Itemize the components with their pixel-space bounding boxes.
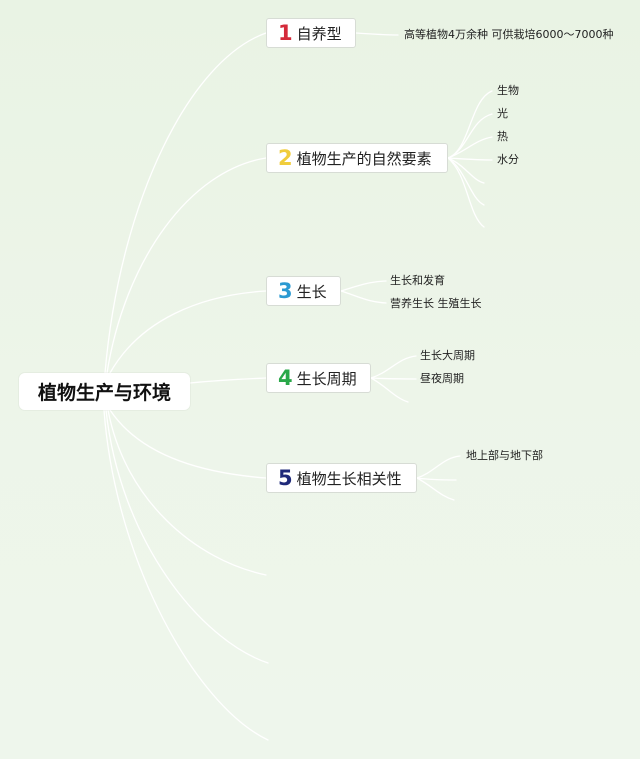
- connector-b1-leaf-1: [355, 32, 399, 36]
- branch-2-leaf-1[interactable]: 生物: [497, 84, 519, 97]
- branch-1-leaf-1[interactable]: 高等植物4万余种 可供栽培6000～7000种: [404, 28, 614, 41]
- connector-root-branch-3: [109, 290, 267, 374]
- connector-b5-leaf-2: [416, 477, 457, 481]
- branch-4-label: 生长周期: [296, 369, 357, 388]
- branch-5-number: 5: [278, 465, 293, 490]
- branch-1-topic[interactable]: 1 自养型: [266, 18, 356, 48]
- connector-root-tail-2: [105, 409, 269, 664]
- connector-b2-leaf-5: [447, 157, 485, 184]
- connector-b4-leaf-1: [370, 355, 417, 379]
- connector-root-branch-2: [106, 157, 267, 374]
- connector-b2-leaf-6: [447, 157, 485, 206]
- root-topic[interactable]: 植物生产与环境: [19, 373, 190, 410]
- connector-b3-leaf-1: [340, 280, 387, 292]
- connector-b3-leaf-2: [340, 290, 387, 304]
- branch-4-number: 4: [278, 365, 293, 390]
- connector-b2-leaf-3: [447, 136, 493, 159]
- branch-3-topic[interactable]: 3 生长: [266, 276, 341, 306]
- connector-b2-leaf-1: [447, 90, 493, 159]
- connector-root-branch-4: [189, 377, 267, 384]
- connector-root-branch-5: [109, 409, 267, 479]
- branch-4-topic[interactable]: 4 生长周期: [266, 363, 371, 393]
- connector-b5-leaf-1: [416, 455, 461, 479]
- branch-1-number: 1: [278, 20, 293, 45]
- connector-root-tail-3: [103, 409, 269, 741]
- connector-b2-leaf-2: [447, 113, 493, 159]
- connector-root-branch-1: [104, 32, 267, 374]
- branch-2-number: 2: [278, 145, 293, 170]
- connector-b4-leaf-3: [370, 377, 409, 403]
- connector-b2-leaf-7: [447, 157, 485, 228]
- branch-3-number: 3: [278, 278, 293, 303]
- branch-2-label: 植物生产的自然要素: [296, 149, 432, 168]
- branch-2-topic[interactable]: 2 植物生产的自然要素: [266, 143, 448, 173]
- connector-root-tail-1: [107, 409, 267, 576]
- branch-5-leaf-1[interactable]: 地上部与地下部: [466, 449, 543, 462]
- branch-5-label: 植物生长相关性: [296, 469, 402, 488]
- connector-b5-leaf-3: [416, 477, 455, 501]
- branch-3-leaf-2[interactable]: 营养生长 生殖生长: [390, 297, 482, 310]
- branch-2-leaf-2[interactable]: 光: [497, 107, 508, 120]
- branch-4-leaf-2[interactable]: 昼夜周期: [420, 372, 464, 385]
- connector-b2-leaf-4: [447, 157, 493, 161]
- branch-3-label: 生长: [296, 282, 327, 301]
- branch-4-leaf-1[interactable]: 生长大周期: [420, 349, 475, 362]
- branch-1-label: 自养型: [296, 24, 342, 43]
- branch-3-leaf-1[interactable]: 生长和发育: [390, 274, 445, 287]
- branch-2-leaf-4[interactable]: 水分: [497, 153, 519, 166]
- connector-b4-leaf-2: [370, 377, 417, 380]
- branch-5-topic[interactable]: 5 植物生长相关性: [266, 463, 417, 493]
- branch-2-leaf-3[interactable]: 热: [497, 130, 508, 143]
- root-topic-label: 植物生产与环境: [37, 382, 171, 404]
